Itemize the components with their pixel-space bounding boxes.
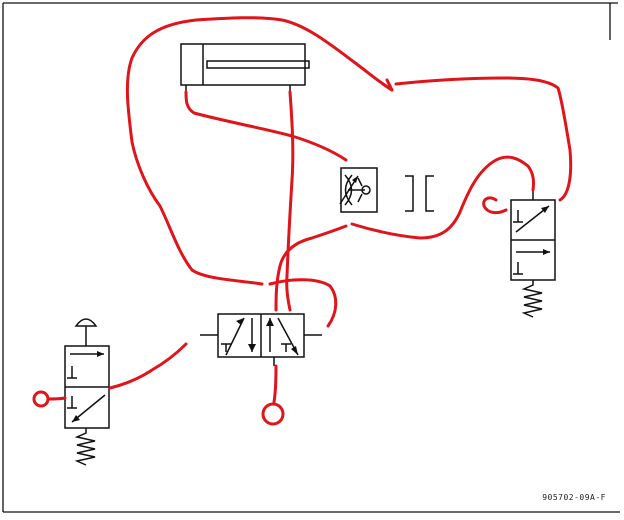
- drawing-reference-code: 905702-09A-F: [542, 493, 606, 502]
- bracket-connector-symbol: [405, 175, 434, 212]
- pilot-valve-right-symbol: [510, 183, 556, 318]
- flow-control-valve-symbol: [339, 167, 378, 213]
- main-valve-symbol: [200, 313, 322, 366]
- push-button-valve-symbol: [64, 318, 110, 466]
- hand-drawn-connection-lines: [32, 16, 573, 426]
- drawing-frame: [2, 2, 620, 513]
- double-acting-cylinder-symbol: [180, 43, 310, 92]
